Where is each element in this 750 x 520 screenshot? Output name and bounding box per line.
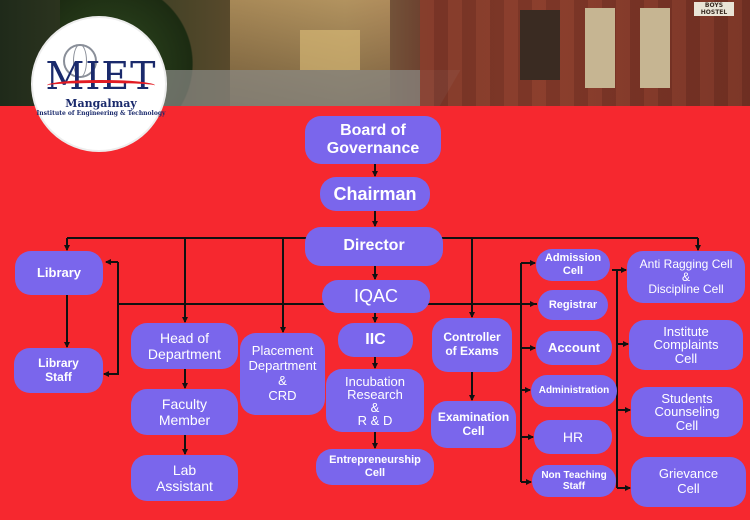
node-grievance-cell: Grievance Cell: [631, 457, 746, 507]
node-library-staff: Library Staff: [14, 348, 103, 393]
node-non-teaching-staff: Non Teaching Staff: [532, 465, 616, 497]
banner-window: [640, 8, 670, 88]
node-registrar: Registrar: [538, 290, 608, 320]
node-faculty-member: Faculty Member: [131, 389, 238, 435]
node-iqac: IQAC: [322, 280, 430, 313]
node-director: Director: [305, 227, 443, 266]
node-entrepreneurship-cell: Entrepreneurship Cell: [316, 449, 434, 485]
banner-window: [585, 8, 615, 88]
node-incubation-research: Incubation Research & R & D: [326, 369, 424, 432]
miet-logo[interactable]: MIET Mangalmay Institute of Engineering …: [31, 16, 167, 152]
node-examination-cell: Examination Cell: [431, 401, 516, 448]
globe-icon: [63, 44, 97, 78]
node-chairman: Chairman: [320, 177, 430, 211]
node-placement-department: Placement Department & CRD: [240, 333, 325, 415]
hostel-sign: BOYS HOSTEL: [694, 2, 734, 16]
logo-tagline: Institute of Engineering & Technology: [36, 110, 166, 117]
banner-lights: [300, 30, 360, 70]
node-institute-complaints-cell: Institute Complaints Cell: [629, 320, 743, 370]
node-head-of-department: Head of Department: [131, 323, 238, 369]
node-iic: IIC: [338, 323, 413, 357]
node-board-of-governance: Board of Governance: [305, 116, 441, 164]
node-admission-cell: Admission Cell: [536, 249, 610, 281]
logo-name: Mangalmay: [65, 97, 137, 110]
logo-swoosh-icon: [47, 80, 155, 91]
node-anti-ragging-cell: Anti Ragging Cell & Discipline Cell: [627, 251, 745, 303]
node-hr: HR: [534, 420, 612, 454]
node-students-counseling-cell: Students Counseling Cell: [631, 387, 743, 437]
node-library: Library: [15, 251, 103, 295]
node-lab-assistant: Lab Assistant: [131, 455, 238, 501]
node-account: Account: [536, 331, 612, 365]
banner-window: [520, 10, 560, 80]
campus-banner: BOYS HOSTEL: [0, 0, 750, 106]
node-administration: Administration: [531, 375, 617, 407]
node-controller-of-exams: Controller of Exams: [432, 318, 512, 372]
